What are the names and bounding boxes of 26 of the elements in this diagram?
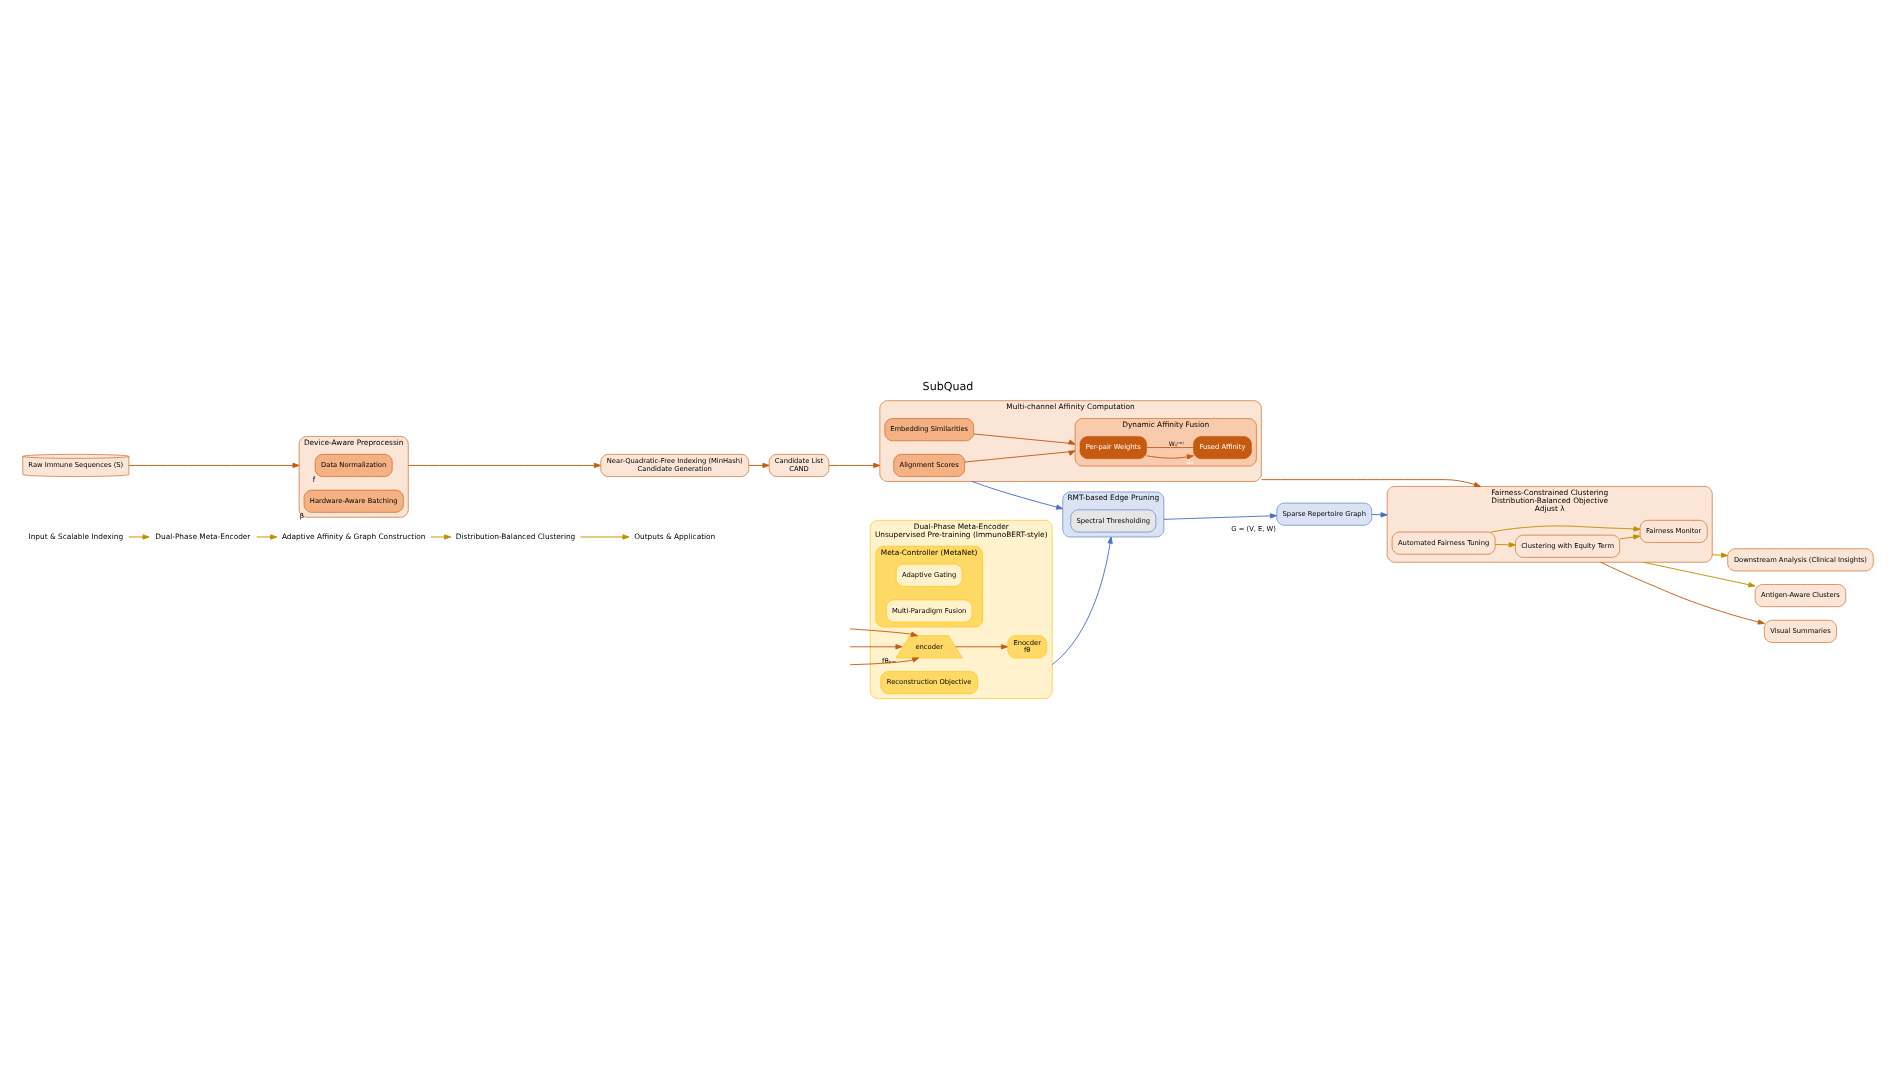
arrow <box>1494 541 1516 547</box>
arrow <box>1146 453 1194 459</box>
arrow <box>1260 478 1481 486</box>
arrow <box>1051 535 1113 665</box>
arrow <box>964 449 1076 462</box>
arrow <box>1643 560 1756 587</box>
arrow <box>407 461 602 468</box>
arrow <box>1711 551 1729 557</box>
connector <box>1146 446 1194 447</box>
arrow <box>128 461 300 468</box>
arrow <box>828 461 881 468</box>
arrow <box>955 643 1009 649</box>
arrow <box>1490 524 1641 532</box>
arrow <box>1163 512 1278 519</box>
arrow <box>849 643 903 649</box>
arrow <box>256 533 278 539</box>
arrow <box>1619 533 1641 539</box>
arrow <box>849 656 920 665</box>
arrow <box>430 533 452 539</box>
arrow <box>748 461 770 468</box>
arrow <box>971 480 1064 509</box>
arrow <box>128 533 150 539</box>
arrow <box>1600 560 1765 624</box>
arrow <box>849 627 918 636</box>
arrow <box>580 533 630 539</box>
arrow <box>973 432 1076 444</box>
